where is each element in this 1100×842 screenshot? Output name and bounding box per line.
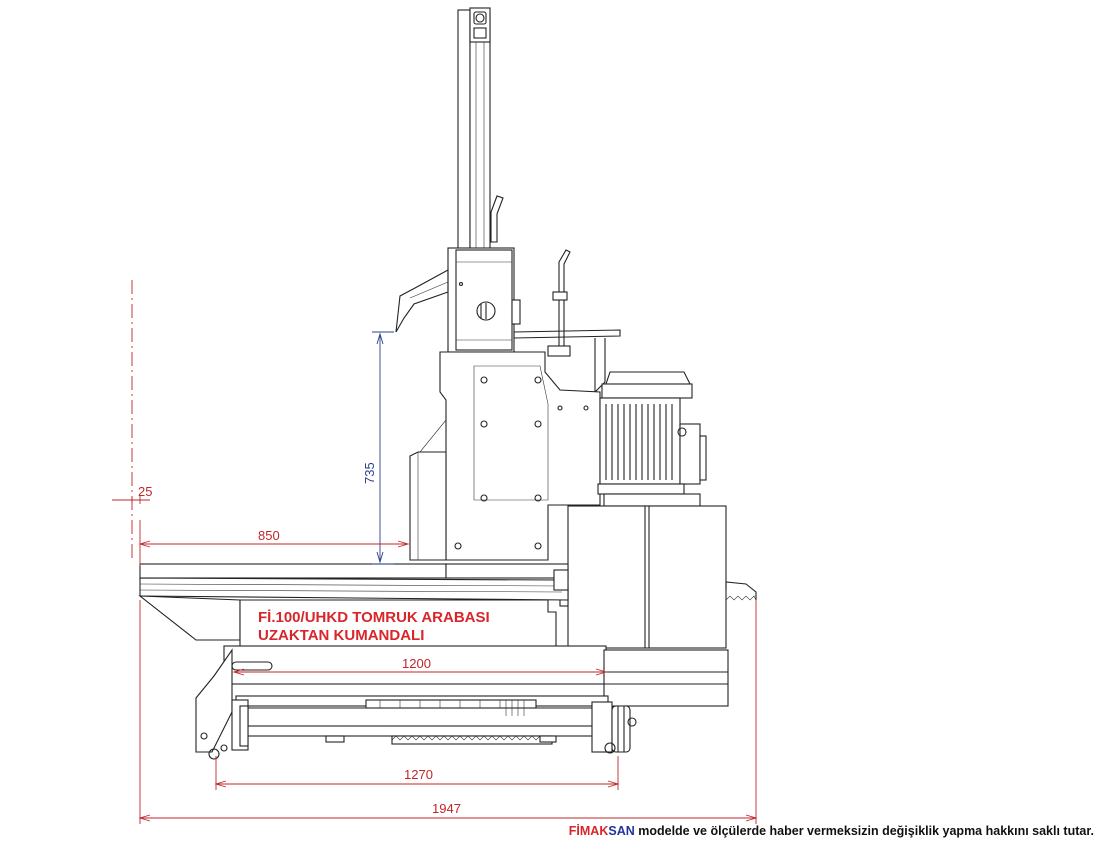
brand-name-part1: FİMAK [568, 824, 609, 838]
dimension-850: 850 [138, 520, 410, 566]
drive-chain [365, 699, 537, 716]
dimension-850-label: 850 [258, 528, 280, 543]
electric-motor [597, 371, 707, 507]
dimension-1200: 1200 [232, 656, 608, 676]
dimension-735-label: 735 [362, 462, 377, 484]
frame-bolts [454, 376, 589, 550]
dimension-25-label: 25 [138, 484, 152, 499]
electric-cabinet [559, 505, 727, 649]
chassis [138, 595, 729, 760]
lever-and-platform [513, 249, 621, 394]
dimension-1270-label: 1270 [404, 767, 433, 782]
dimension-1947: 1947 [138, 600, 758, 824]
gear-rack [391, 735, 553, 745]
motor-cooling-fins [605, 404, 673, 480]
machine-title-line2: UZAKTAN KUMANDALI [258, 627, 424, 644]
dimension-1270: 1270 [214, 756, 620, 790]
mast-column [457, 7, 504, 251]
carriage-head [395, 247, 521, 353]
brand-name-part2: SAN [608, 824, 635, 838]
dimension-1200-label: 1200 [402, 656, 431, 671]
undercarriage-drive [231, 695, 637, 754]
saw-blade-edge [725, 581, 757, 601]
carriage-deck [139, 563, 569, 601]
dimension-25: 25 [112, 484, 152, 504]
main-frame-body [409, 351, 601, 561]
disclaimer-text: modelde ve ölçülerde haber vermeksizin d… [634, 824, 1094, 838]
machine-title-line1: Fİ.100/UHKD TOMRUK ARABASI [258, 609, 490, 626]
drive-wheel [591, 701, 637, 754]
dimension-1947-label: 1947 [432, 801, 461, 816]
dimension-735: 735 [362, 331, 394, 565]
disclaimer-footer: FİMAKSAN modelde ve ölçülerde haber verm… [569, 824, 1094, 838]
